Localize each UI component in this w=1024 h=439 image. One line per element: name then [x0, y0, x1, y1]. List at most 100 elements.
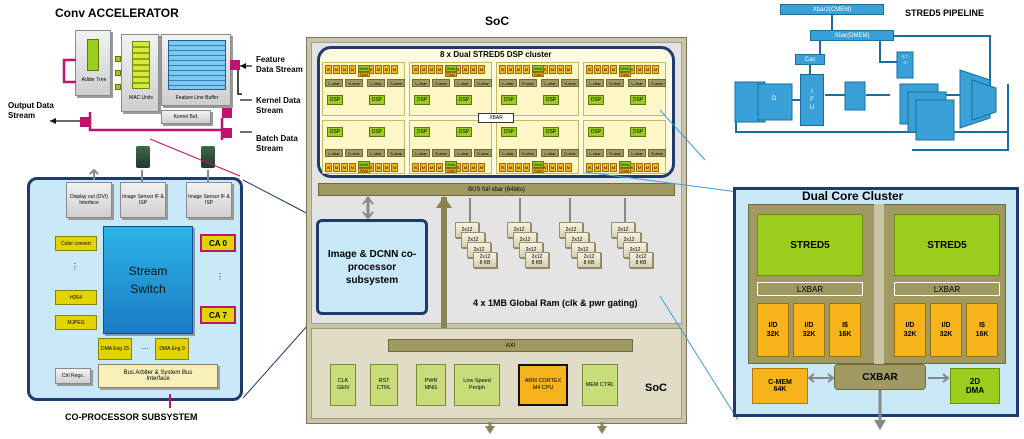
- sxbar-cell: S-xbar: [648, 79, 666, 87]
- mem-cell: M: [333, 65, 340, 74]
- axi-bar: AXI: [388, 339, 633, 352]
- mem-cell: M: [383, 163, 390, 172]
- lxbar-cell: L-xbar: [367, 79, 385, 87]
- coprocessor-title: CO-PROCESSOR SUBSYSTEM: [65, 412, 198, 422]
- dma-cell: DMA: [358, 161, 370, 168]
- stred5-right-block: STRED5: [894, 214, 1000, 276]
- mem-cell: M: [428, 65, 435, 74]
- mem-cell: M: [636, 65, 643, 74]
- sxbar-cell: S-xbar: [648, 149, 666, 157]
- ca-dots: ⋮: [216, 272, 224, 281]
- camera-icon-2: [201, 146, 215, 168]
- display-out-block: Display out (DVI) Interface: [66, 182, 112, 218]
- batch-data-stream-label: Batch Data Stream: [256, 134, 298, 153]
- sxbar-cell: S-xbar: [432, 79, 450, 87]
- dma-cell: DMA: [619, 161, 631, 168]
- sxbar-cell: S-xbar: [345, 149, 363, 157]
- dual-core-title: Dual Core Cluster: [802, 189, 904, 203]
- mem-cell: IS: [499, 65, 506, 74]
- lxbar-cell: L-xbar: [412, 149, 430, 157]
- batch-port: [222, 128, 232, 138]
- ram-cell: RAM: [358, 168, 370, 173]
- ram-tile-label: 2x12: [467, 237, 479, 243]
- mem-cell: M: [523, 65, 530, 74]
- ram-tile-label: 2x12: [617, 227, 629, 233]
- ram-tile-label: 2x12: [525, 247, 537, 253]
- dma-cell: DMA: [532, 161, 544, 168]
- sxbar-cell: S-xbar: [561, 79, 579, 87]
- ram-cell: RAM: [445, 72, 457, 77]
- sxbar-cell: S-xbar: [519, 149, 537, 157]
- dma-eng-0-block: DMA Eng 0: [155, 338, 189, 360]
- mac-units-block: MAC Units: [121, 34, 159, 112]
- conv-accelerator-panel: Adder Tree MAC Units Feature Line Buffer…: [75, 30, 240, 137]
- dsp-cell: DSP: [327, 95, 343, 105]
- dma-cell: DMA: [619, 65, 631, 72]
- h264-block: H264: [55, 290, 97, 305]
- mem-cell: M: [478, 65, 485, 74]
- mem-cell: M: [391, 65, 398, 74]
- periph-clk-block: CLK GEN: [330, 364, 356, 406]
- cache-block: I$16K: [829, 303, 861, 357]
- zoom-lines-left: [149, 138, 317, 399]
- mem-cell: M: [470, 65, 477, 74]
- mem-cell: M: [349, 65, 356, 74]
- periph-arm-label: ARM CORTEX M4 CPU: [524, 378, 562, 391]
- mem-cell: M: [644, 65, 651, 74]
- dsp-cell: DSP: [543, 127, 559, 137]
- dsp-cell: DSP: [588, 95, 604, 105]
- mem-cell: M: [478, 163, 485, 172]
- dma-eng-15-label: DMA Eng 15: [100, 346, 130, 352]
- dsp-cell: DSP: [543, 95, 559, 105]
- ram-bank-label: 8 KB: [583, 260, 595, 266]
- sxbar-cell: S-xbar: [387, 149, 405, 157]
- ram-tile-label: 2x12: [577, 247, 589, 253]
- mem-cell: M: [428, 163, 435, 172]
- mem-cell: M: [557, 65, 564, 74]
- xbar-dmem-block: Xbar(DMEM): [810, 30, 894, 41]
- sxbar-cell: S-xbar: [387, 79, 405, 87]
- image-sensor-block-2: Image Sensor IF & ISP: [186, 182, 232, 218]
- cache-label: 16K: [838, 331, 852, 338]
- dma2d-block: 2D DMA: [950, 368, 1000, 404]
- periph-rst-block: RST CTRL: [370, 364, 398, 406]
- mem-cell: M: [436, 163, 443, 172]
- mem-cell: M: [507, 65, 514, 74]
- bus-arbiter-label: Bus Arbiter & System Bus Interface: [123, 370, 193, 382]
- dma-eng-0-label: DMA Eng 0: [159, 346, 185, 352]
- mjpeg-label: MJPEG: [67, 319, 85, 326]
- image-sensor-label-1: Image Sensor IF & ISP: [122, 194, 164, 206]
- cache-label: I/D: [768, 322, 778, 329]
- periph-pwr-block: PWR MNG: [416, 364, 446, 406]
- stred5-right-label: STRED5: [927, 239, 967, 251]
- lxbar-cell: L-xbar: [499, 79, 517, 87]
- dma2d-label: 2D DMA: [965, 377, 985, 395]
- ram-cell: RAM: [358, 72, 370, 77]
- dsp-cell: DSP: [369, 95, 385, 105]
- stream-switch-label: Stream Switch: [128, 264, 168, 296]
- mem-cell: M: [557, 163, 564, 172]
- mem-cell: M: [644, 163, 651, 172]
- lxbar-right-label: LXBAR: [933, 284, 961, 294]
- feature-line-buffer-block: Feature Line Buffer: [161, 34, 231, 106]
- mux-2: [115, 70, 121, 76]
- mem-cell: M: [610, 163, 617, 172]
- ram-bank-label: 8 KB: [635, 260, 647, 266]
- lxbar-left-block: LXBAR: [757, 282, 863, 296]
- ram-tile-label: 2x12: [571, 237, 583, 243]
- dsp-cell: DSP: [630, 127, 646, 137]
- dsp-cell: DSP: [456, 127, 472, 137]
- mem-cell: M: [462, 65, 469, 74]
- h264-label: H264: [70, 294, 82, 301]
- feature-data-stream-label: Feature Data Stream: [256, 55, 303, 74]
- periph-mem-block: MEM CTRL: [582, 364, 618, 406]
